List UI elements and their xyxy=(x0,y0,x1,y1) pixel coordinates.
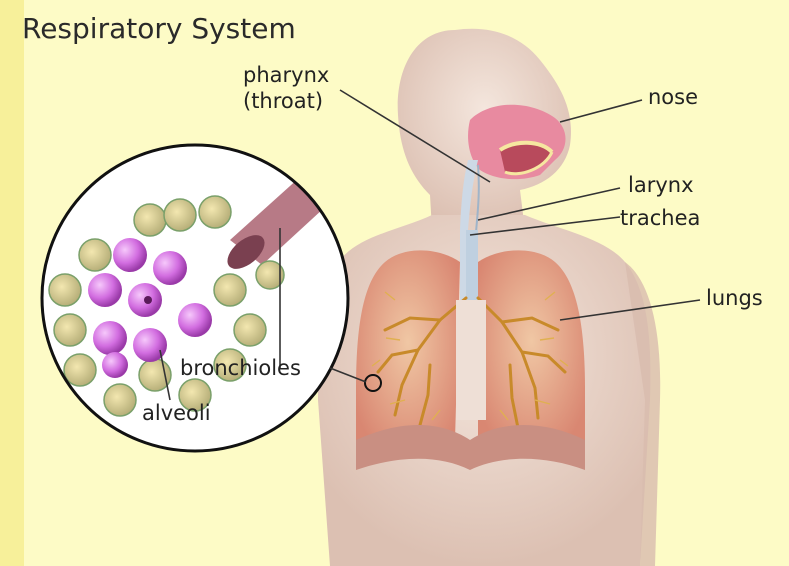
label-bronchioles: bronchioles xyxy=(180,356,301,380)
label-alveoli: alveoli xyxy=(142,401,211,425)
mediastinum xyxy=(456,300,486,420)
label-nose: nose xyxy=(648,85,698,109)
diagram-title: Respiratory System xyxy=(22,12,296,45)
label-trachea: trachea xyxy=(620,206,700,230)
left-border-strip xyxy=(0,0,24,566)
label-pharynx-throat: (throat) xyxy=(243,89,323,113)
label-lungs: lungs xyxy=(706,286,763,310)
label-larynx: larynx xyxy=(628,173,694,197)
label-pharynx: pharynx xyxy=(243,63,329,87)
